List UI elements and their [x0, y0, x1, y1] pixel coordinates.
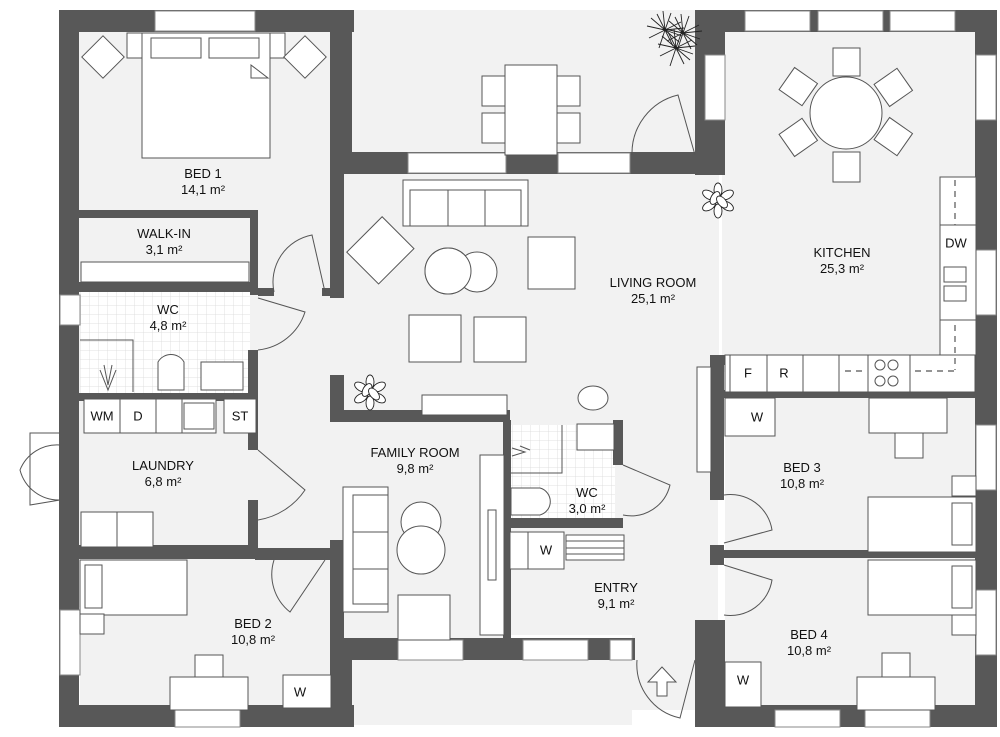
dishwasher-tag: DW: [945, 235, 967, 251]
windows: [59, 10, 997, 728]
room-label-bed4: BED 4 10,8 m²: [786, 627, 832, 658]
room-label-laundry: LAUNDRY 6,8 m²: [132, 458, 194, 489]
living-furniture: [346, 179, 712, 473]
wardrobe-bed4-tag: W: [736, 672, 750, 688]
bed4-furniture: [724, 559, 977, 711]
room-label-family: FAMILY ROOM 9,8 m²: [370, 445, 460, 476]
room-label-wc1: WC 4,8 m²: [149, 302, 187, 333]
room-label-living: LIVING ROOM 25,1 m²: [609, 275, 697, 306]
bed2-furniture: [79, 559, 332, 711]
freezer-tag: F: [744, 365, 752, 381]
wc1-fixtures: [80, 339, 244, 392]
bed3-furniture: [724, 397, 977, 553]
room-label-entry: ENTRY 9,1 m²: [594, 580, 638, 611]
family-furniture: [342, 454, 505, 641]
room-label-walkin: WALK-IN 3,1 m²: [137, 226, 191, 257]
wardrobe-entry-tag: W: [539, 542, 553, 558]
laundry-cabinets: [80, 398, 257, 548]
room-label-kitchen: KITCHEN 25,3 m²: [813, 245, 871, 276]
walkin-shelf: [80, 261, 250, 283]
room-label-wc2: WC 3,0 m²: [568, 485, 606, 516]
wardrobe-bed2-tag: W: [293, 684, 307, 700]
room-label-bed2: BED 2 10,8 m²: [230, 616, 276, 647]
wc2-fixtures: [510, 423, 615, 516]
bed1-furniture: [81, 32, 327, 159]
room-label-bed1: BED 1 14,1 m²: [180, 166, 226, 197]
washing-machine-tag: WM: [90, 408, 114, 424]
walls: [59, 10, 997, 727]
wardrobe-bed3-tag: W: [750, 409, 764, 425]
entry-furniture: [509, 531, 678, 697]
doors: [19, 94, 773, 719]
dryer-tag: D: [133, 408, 143, 424]
room-label-bed3: BED 3 10,8 m²: [779, 460, 825, 491]
storage-tag: ST: [231, 408, 249, 424]
kitchen-furniture: [724, 47, 977, 393]
refrigerator-tag: R: [779, 365, 789, 381]
dining-table: [481, 64, 581, 156]
